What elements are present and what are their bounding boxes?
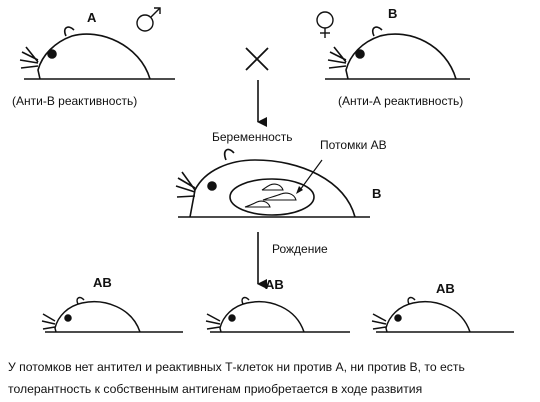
cross-icon bbox=[245, 47, 269, 71]
mouse-icon-offspring-1 bbox=[41, 296, 183, 333]
caption: У потомков нет антител и реактивных Т-кл… bbox=[8, 356, 534, 400]
mouse-icon-parent-a bbox=[19, 26, 175, 80]
female-symbol-icon bbox=[316, 11, 334, 38]
mouse-icon-offspring-3 bbox=[371, 296, 514, 333]
offspring-3-letter: AB bbox=[436, 281, 455, 296]
caption-line-2: толерантность к собственным антигенам пр… bbox=[8, 382, 423, 396]
mouse-icon-offspring-2 bbox=[205, 296, 350, 333]
male-symbol-icon bbox=[136, 7, 161, 32]
embryo-icons bbox=[244, 183, 297, 208]
birth-label: Рождение bbox=[272, 242, 328, 256]
mother-letter: B bbox=[372, 186, 382, 201]
mouse-icon-parent-b bbox=[325, 26, 470, 80]
offspring-2-letter: AB bbox=[265, 277, 284, 292]
parent-b-note: (Анти-А реактивность) bbox=[338, 94, 464, 108]
caption-line-1: У потомков нет антител и реактивных Т-кл… bbox=[8, 360, 465, 374]
mouse-icon-mother bbox=[175, 148, 370, 218]
offspring-label: Потомки АВ bbox=[320, 138, 387, 152]
pregnancy-label: Беременность bbox=[212, 130, 293, 144]
arrow-offspring-pointer bbox=[299, 159, 323, 191]
parent-b-letter: B bbox=[388, 6, 398, 21]
parent-a-note: (Анти-В реактивность) bbox=[12, 94, 138, 108]
parent-a-letter: A bbox=[87, 10, 97, 25]
offspring-1-letter: AB bbox=[93, 275, 112, 290]
